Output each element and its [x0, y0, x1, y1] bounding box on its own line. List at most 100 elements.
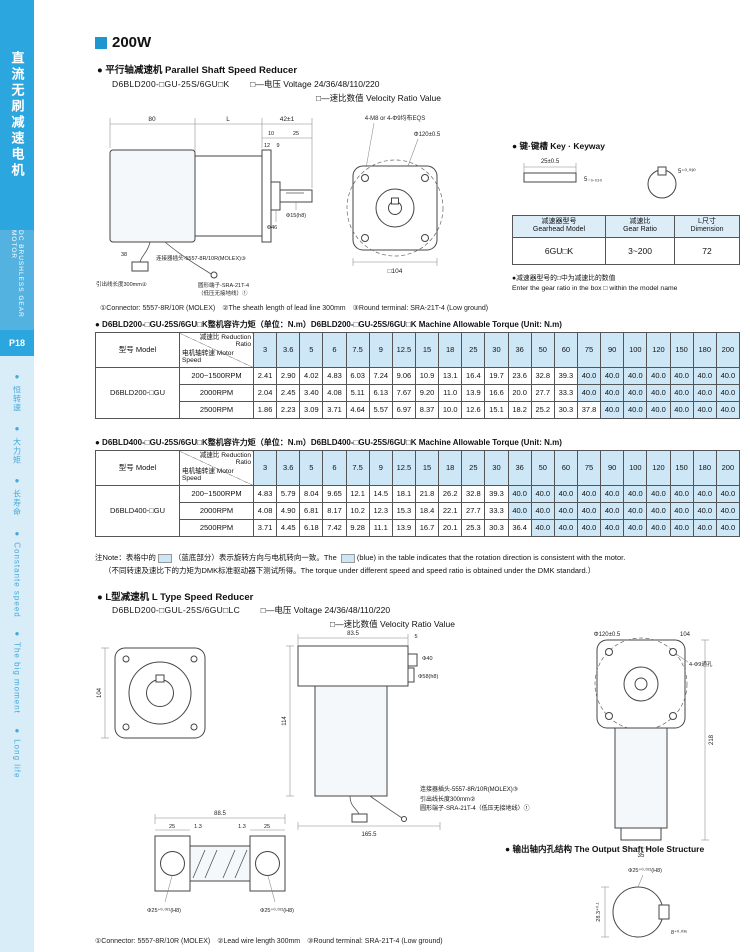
- torque-value-cell: 2.90: [276, 367, 301, 385]
- torque-value-cell: 15.1: [484, 401, 509, 419]
- torque-value-cell: 10.0: [438, 401, 463, 419]
- ratio-header-cell: 12.5: [391, 332, 416, 368]
- gearhead-note-cn: ●减速器型号的□中为减速比的数值: [512, 275, 616, 282]
- torque-value-cell: 20.0: [507, 384, 532, 402]
- torque-value-cell: 25.2: [530, 401, 555, 419]
- torque-value-cell: 40.0: [669, 384, 694, 402]
- shaft-dia-label: Φ40: [422, 656, 433, 662]
- motor-body-outline: [109, 149, 313, 243]
- ratio-header-cell: 5: [299, 332, 324, 368]
- ratio-header-cell: 75: [576, 450, 602, 486]
- torque-value-cell: 40.0: [715, 502, 741, 520]
- ratio-header-cell: 18: [438, 332, 463, 368]
- torque-value-cell: 40.0: [669, 401, 694, 419]
- torque-value-cell: 6.03: [345, 367, 370, 385]
- torque-value-cell: 4.83: [252, 485, 278, 503]
- table-note-line2: （不同转速及速比下的力矩为DMK标准驱动器下测试所得。The torque un…: [104, 566, 596, 575]
- model-cell: D6BLD400-□GU: [95, 485, 180, 537]
- slot-width-label: 5⁺⁰·⁰³⁰: [678, 168, 696, 175]
- torque-value-cell: 40.0: [553, 519, 578, 537]
- ratio-header-cell: 150: [669, 450, 694, 486]
- parallel-section-heading: ● 平行轴减速机 Parallel Shaft Speed Reducer: [97, 65, 298, 76]
- gearhead-model-header: 减速器型号 Gearhead Model: [512, 215, 606, 238]
- ratio-header-cell: 25: [461, 332, 486, 368]
- torque-value-cell: 15.3: [391, 502, 416, 520]
- torque-value-cell: 40.0: [669, 367, 694, 385]
- sidebar-title-cn: 直流无刷减速电机: [9, 51, 25, 179]
- torque-value-cell: 40.0: [530, 502, 555, 520]
- gear-ratio-header: 减速比 Gear Ratio: [605, 215, 675, 238]
- blue-square-icon: [95, 36, 107, 49]
- torque-value-cell: 27.7: [530, 384, 555, 402]
- torque-value-cell: 21.8: [414, 485, 440, 503]
- torque-value-cell: 4.02: [299, 367, 324, 385]
- torque-value-cell: 40.0: [692, 519, 717, 537]
- torque-value-cell: 40.0: [715, 401, 741, 419]
- ltype-callouts: 连接器插头-5557-8R/10R(MOLEX)③ 引出线长度300mm② 圆形…: [420, 786, 552, 815]
- ratio-header-cell: 3: [252, 450, 278, 486]
- ratio-header-cell: 36: [507, 332, 532, 368]
- torque-value-cell: 40.0: [715, 485, 741, 503]
- torque-value-cell: 13.9: [391, 519, 416, 537]
- parallel-footnote: ①Connector: 5557-8R/10R (MOLEX) ②The she…: [100, 305, 489, 312]
- torque-value-cell: 40.0: [600, 502, 625, 520]
- ltype-shaft-detail-drawing: 88.5 25 25 1.3 1.3 Φ25⁺⁰·⁰²¹(H8) Φ25⁺⁰·⁰…: [147, 811, 294, 914]
- ratio-header-cell: 3: [252, 332, 278, 368]
- torque-value-cell: 32.8: [461, 485, 486, 503]
- torque-value-cell: 40.0: [530, 519, 555, 537]
- torque-value-cell: 40.0: [669, 519, 694, 537]
- torque-value-cell: 9.06: [391, 367, 416, 385]
- torque-value-cell: 18.2: [507, 401, 532, 419]
- torque-value-cell: 23.6: [507, 367, 532, 385]
- torque-value-cell: 37.8: [576, 401, 602, 419]
- torque-value-cell: 14.5: [368, 485, 393, 503]
- dim-label: 1.3: [238, 824, 246, 830]
- dim-label: 12: [264, 143, 270, 149]
- shaft-detail-outline: [154, 835, 286, 892]
- torque-value-cell: 40.0: [507, 502, 532, 520]
- dim-label: 1.3: [194, 824, 202, 830]
- gear-ratio-header-cn: 减速比: [629, 218, 651, 225]
- torque-value-cell: 40.0: [692, 401, 717, 419]
- ratio-header-cell: 3.6: [276, 450, 301, 486]
- torque-value-cell: 40.0: [692, 485, 717, 503]
- torque-value-cell: 40.0: [623, 367, 648, 385]
- sidebar-title-en: DC BRUSHLESS GEAR MOTOR: [10, 230, 24, 318]
- torque-value-cell: 12.3: [368, 502, 393, 520]
- torque-table-2-title: ● D6BLD400-□GU-25S/6GU□K整机容许力矩（单位：N.m）D6…: [95, 438, 562, 447]
- torque-value-cell: 6.97: [391, 401, 416, 419]
- torque-value-cell: 16.7: [414, 519, 440, 537]
- ratio-header-cell: 50: [530, 332, 555, 368]
- dim-label: 218: [709, 734, 715, 745]
- torque-value-cell: 5.11: [345, 384, 370, 402]
- dim-label: 38: [121, 252, 127, 258]
- speed-cell: 2000RPM: [179, 384, 254, 402]
- torque-value-cell: 40.0: [715, 519, 741, 537]
- lead-wire-callout: 引出线长度300mm②: [420, 796, 476, 803]
- ratio-header-cell: 50: [530, 450, 555, 486]
- dim-label: 83.5: [347, 631, 359, 637]
- torque-value-cell: 40.0: [576, 367, 602, 385]
- torque-table-1-title: ● D6BLD200-□GU-25S/6GU□K整机容许力矩（单位：N.m）D6…: [95, 320, 562, 329]
- ratio-header-cell: 180: [692, 450, 717, 486]
- speed-cell: 200~1500RPM: [179, 485, 254, 503]
- ltype-flange-outline: [594, 637, 688, 841]
- parallel-voltage-note: □—电压 Voltage 24/36/48/110/220: [250, 79, 380, 89]
- sidebar-feature: ● Constante speed: [12, 528, 22, 618]
- ratio-header-cell: 200: [715, 450, 741, 486]
- ltype-voltage-note: □—电压 Voltage 24/36/48/110/220: [260, 605, 391, 615]
- mounting-holes-label: 4-M8 or 4-Φ9均布EQS: [365, 114, 425, 122]
- terminal-callout-2: （低压无接地线）①: [198, 289, 248, 297]
- dim-label: 25: [169, 824, 175, 830]
- torque-value-cell: 2.45: [276, 384, 301, 402]
- torque-value-cell: 8.04: [299, 485, 324, 503]
- torque-value-cell: 40.0: [553, 502, 578, 520]
- l-dimension-value: 72: [674, 236, 740, 265]
- connector-callout: 连接器插头-5557-8R/10R(MOLEX)③: [420, 787, 519, 793]
- ratio-header-cell: 100: [623, 332, 648, 368]
